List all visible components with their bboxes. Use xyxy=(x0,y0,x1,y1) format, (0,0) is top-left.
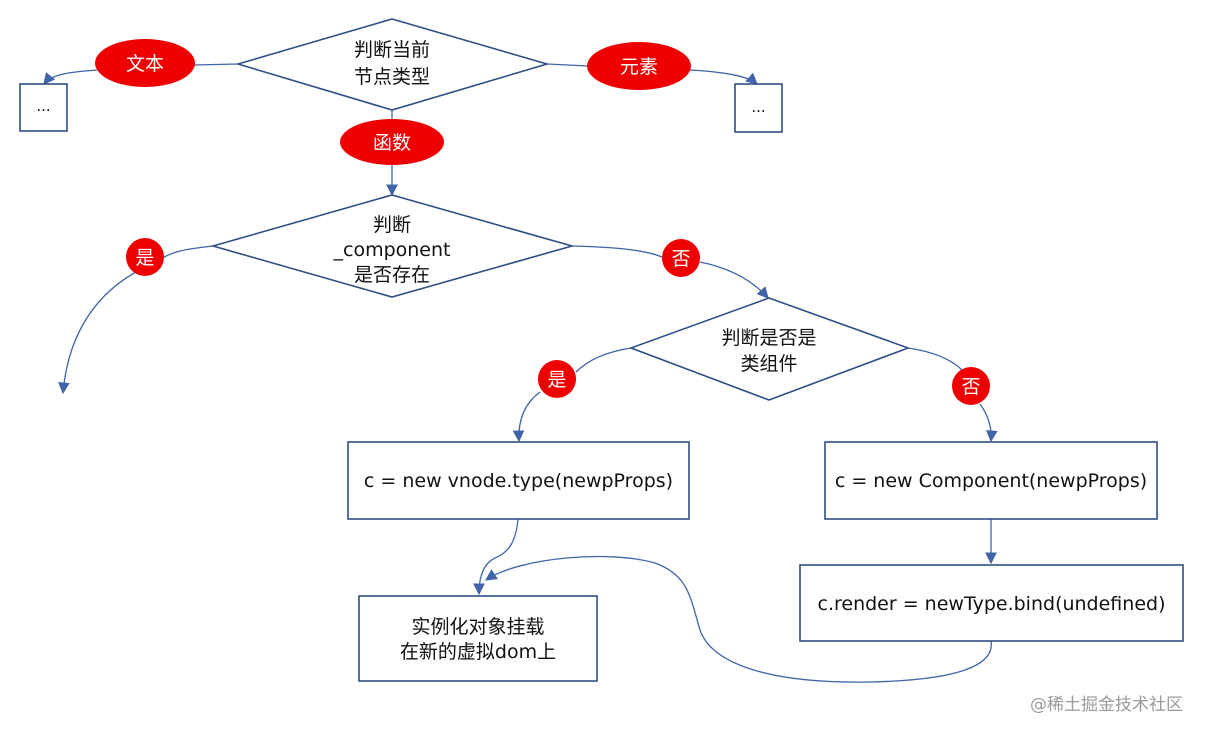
badge-yes-component-label: 是 xyxy=(135,247,154,269)
badge-text: 文本 xyxy=(95,39,195,87)
badge-element-label: 元素 xyxy=(620,56,658,78)
badge-element: 元素 xyxy=(587,42,691,90)
box-component-text: c = new Component(newpProps) xyxy=(835,470,1147,492)
decision-node-type-line-2: 节点类型 xyxy=(354,66,430,88)
badge-no-component-label: 否 xyxy=(671,248,690,270)
edge-element-to-placeholder xyxy=(689,69,758,85)
badge-yes-component: 是 xyxy=(126,238,164,276)
watermark: @稀土掘金技术社区 xyxy=(1030,695,1183,715)
badge-text-label: 文本 xyxy=(126,53,164,75)
edge-no-to-class-check xyxy=(699,261,769,299)
badge-yes-class-label: 是 xyxy=(547,369,566,391)
text-placeholder-label: ... xyxy=(36,97,50,115)
badge-function-label: 函数 xyxy=(373,132,411,154)
edge-vnode-box-to-mount xyxy=(473,518,519,596)
box-vnode-type: c = new vnode.type(newpProps) xyxy=(347,441,690,520)
decision-component-exists: 判断 _component 是否存在 xyxy=(210,194,575,298)
box-component: c = new Component(newpProps) xyxy=(824,441,1158,520)
edge-yes-to-vnode-box xyxy=(512,391,541,443)
decision-node-type-line-1: 判断当前 xyxy=(354,39,430,61)
edge-component-check-no xyxy=(571,245,663,258)
decision-component-line-1: 判断 xyxy=(373,214,411,236)
edge-yes-continue xyxy=(58,271,137,395)
box-vnode-type-text: c = new vnode.type(newpProps) xyxy=(364,470,673,492)
box-render-bind: c.render = newType.bind(undefined) xyxy=(799,564,1184,642)
badge-no-class-label: 否 xyxy=(961,376,980,398)
decision-component-line-3: 是否存在 xyxy=(354,264,430,286)
edge-component-check-yes xyxy=(159,245,214,261)
badge-function: 函数 xyxy=(340,119,444,165)
edge-render-to-mount xyxy=(485,555,992,683)
edge-no-to-component-box xyxy=(979,403,998,443)
decision-class-line-2: 类组件 xyxy=(740,353,797,375)
edge-text-to-placeholder xyxy=(43,69,98,85)
edge-node-type-to-element xyxy=(546,63,589,67)
badge-yes-class: 是 xyxy=(538,360,576,398)
decision-node-type: 判断当前 节点类型 xyxy=(235,18,550,111)
connectors xyxy=(43,63,998,683)
box-mount-line-1: 实例化对象挂载 xyxy=(411,616,544,638)
box-mount-line-2: 在新的虚拟dom上 xyxy=(400,641,556,663)
decision-class-line-1: 判断是否是 xyxy=(721,327,816,349)
text-placeholder-box: ... xyxy=(19,83,68,132)
decision-is-class-component: 判断是否是 类组件 xyxy=(628,297,911,401)
element-placeholder-label: ... xyxy=(751,98,765,116)
edge-node-type-to-text xyxy=(193,63,239,66)
decision-component-line-2: _component xyxy=(333,239,451,261)
edge-class-check-yes xyxy=(575,347,632,373)
badge-no-component: 否 xyxy=(662,239,700,277)
badge-no-class: 否 xyxy=(952,367,990,405)
box-render-bind-text: c.render = newType.bind(undefined) xyxy=(818,593,1166,615)
element-placeholder-box: ... xyxy=(734,83,783,133)
box-mount-vdom: 实例化对象挂载 在新的虚拟dom上 xyxy=(358,595,598,682)
edge-class-check-no xyxy=(907,347,963,371)
